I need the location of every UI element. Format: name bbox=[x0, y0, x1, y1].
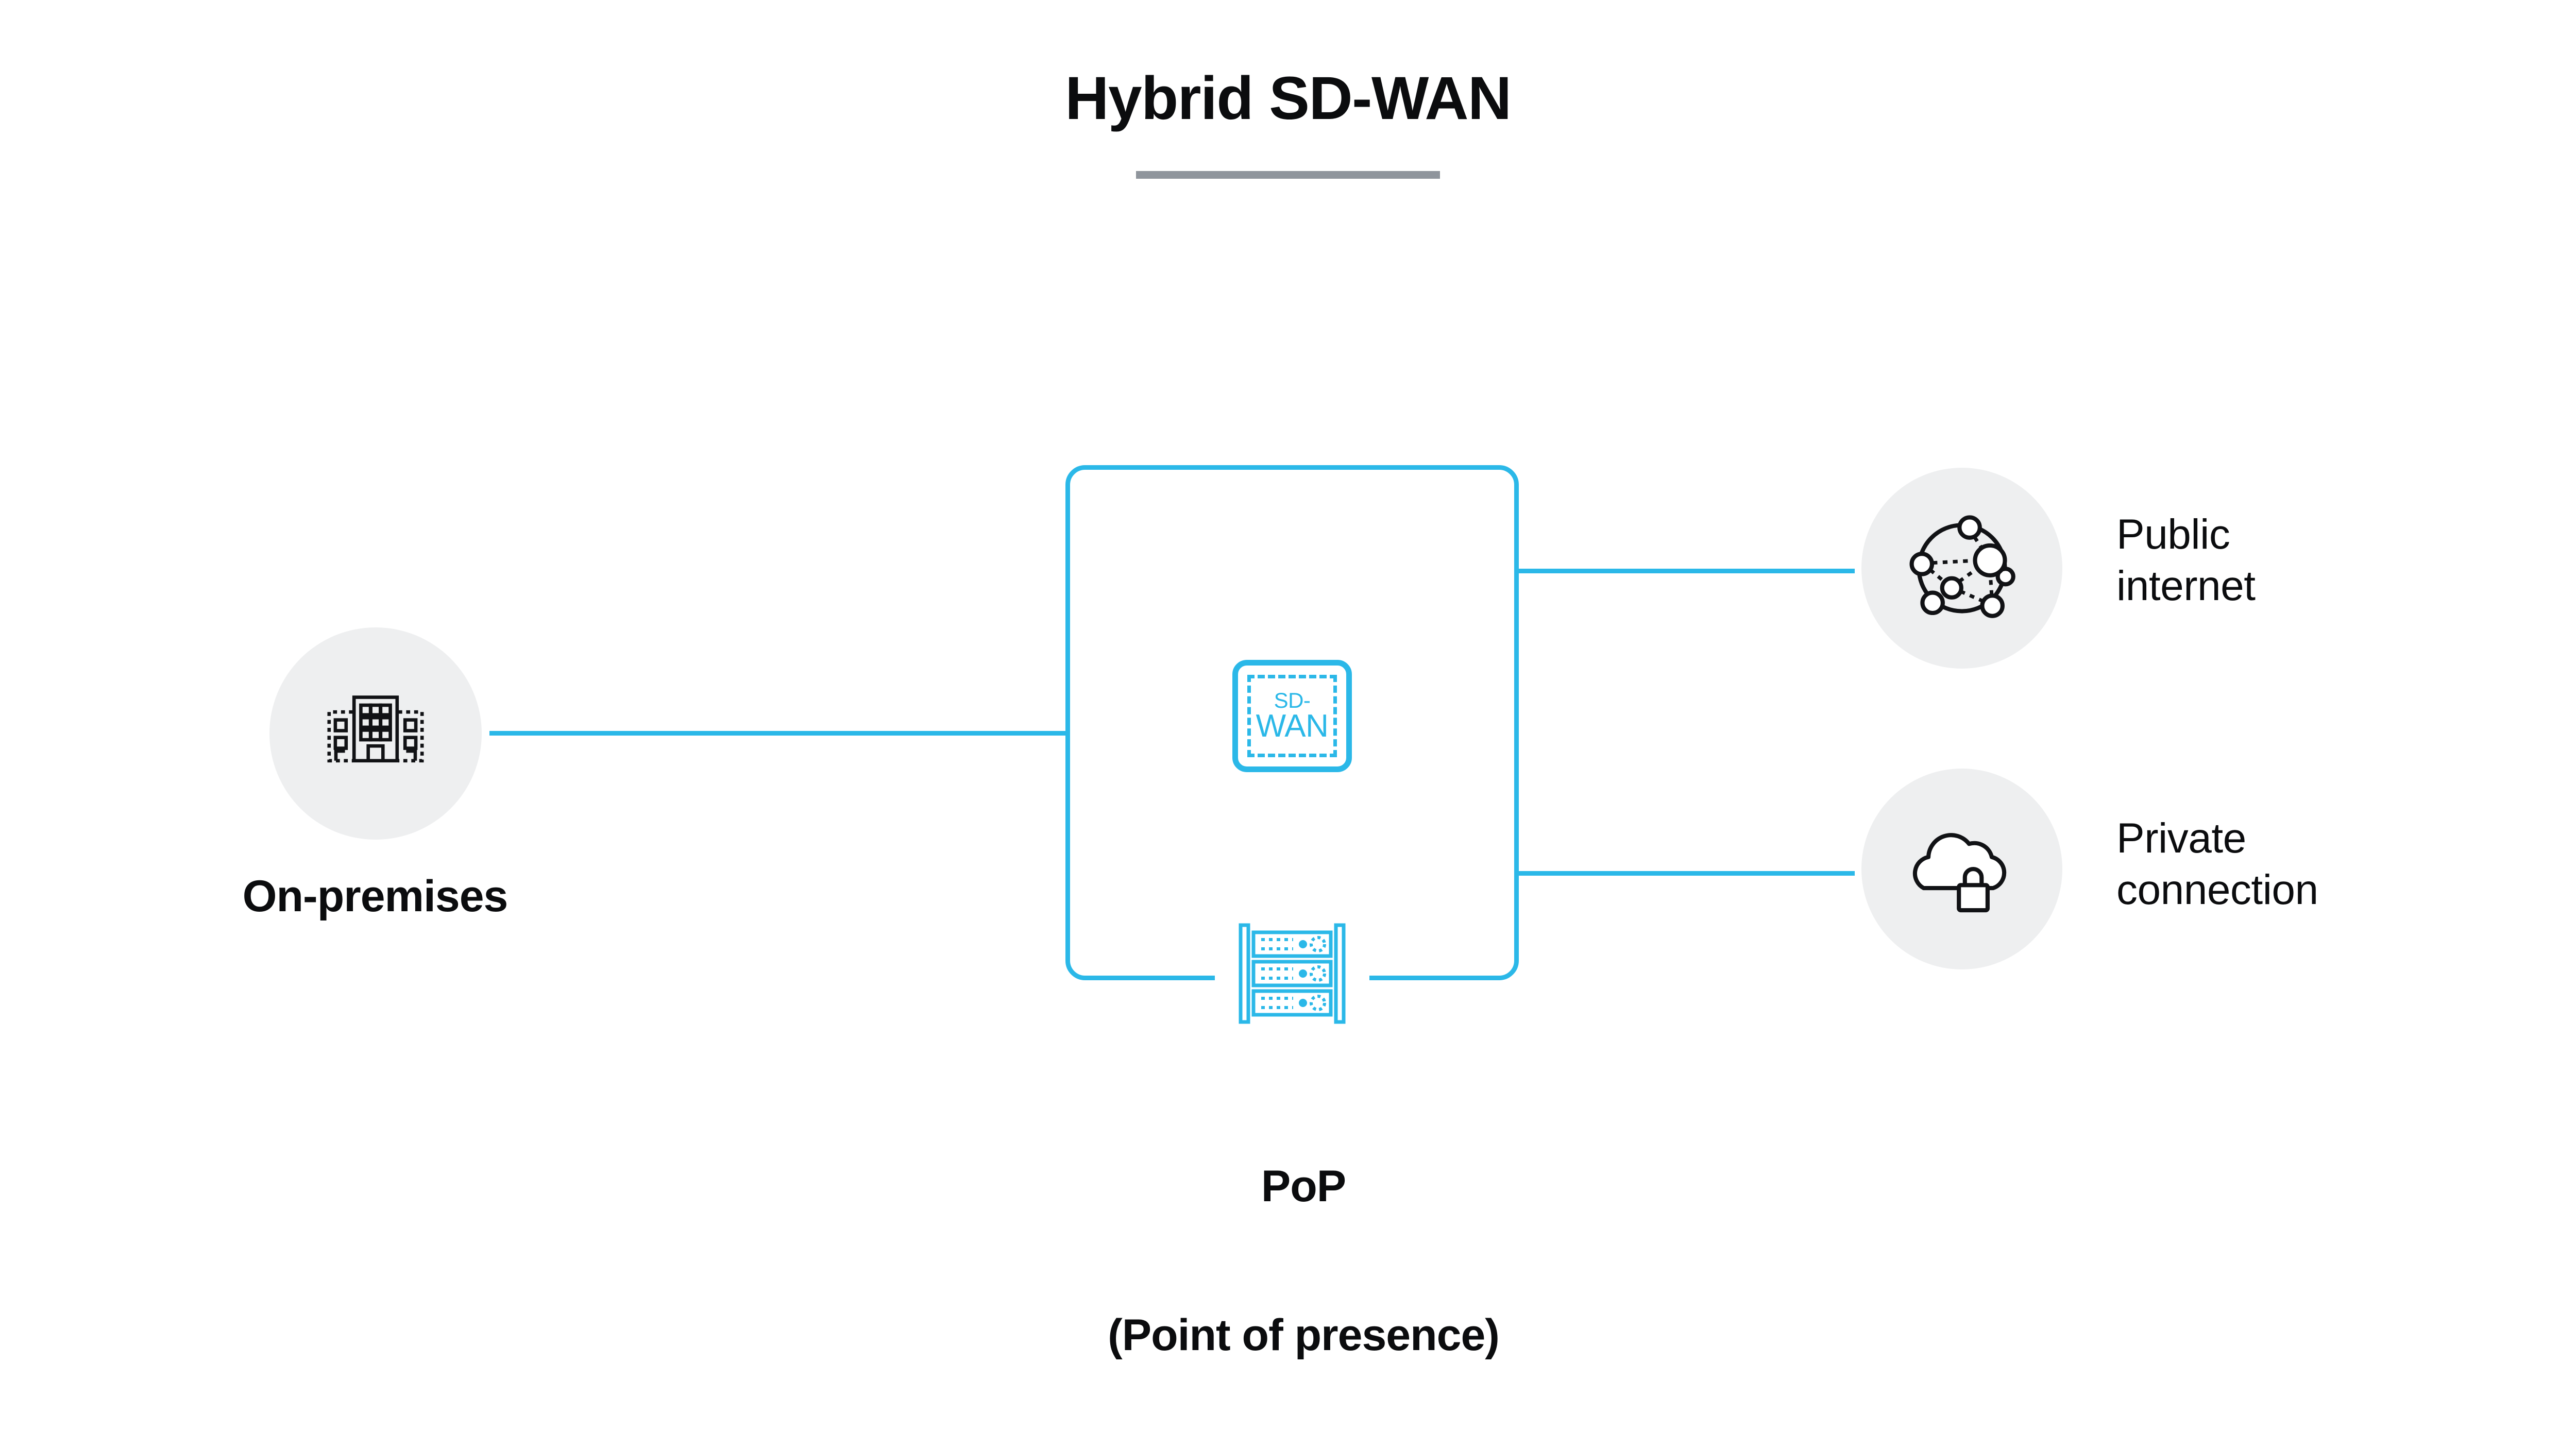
office-building-icon bbox=[319, 677, 432, 790]
sd-wan-chip-label: SD- WAN bbox=[1256, 690, 1329, 742]
title-underline-rule bbox=[1136, 171, 1440, 179]
private-connection-icon-badge[interactable] bbox=[1861, 769, 2062, 969]
public-internet-label-line2: internet bbox=[2116, 562, 2256, 610]
page-title: Hybrid SD-WAN bbox=[1065, 64, 1512, 132]
sd-wan-chip-label-line1: SD- bbox=[1274, 688, 1311, 712]
public-internet-label: Public internet bbox=[2116, 509, 2256, 612]
title-block: Hybrid SD-WAN bbox=[0, 64, 2576, 179]
connector-pop-to-private-connection bbox=[1515, 871, 1855, 876]
onpremises-icon-badge[interactable] bbox=[269, 627, 482, 840]
pop-label-line1: PoP bbox=[1261, 1161, 1346, 1211]
private-connection-label-line1: Private bbox=[2116, 815, 2246, 862]
pop-label-line2: (Point of presence) bbox=[1108, 1310, 1500, 1360]
sd-wan-chip-dashed-border bbox=[1247, 675, 1337, 757]
connector-pop-to-public-internet bbox=[1515, 569, 1855, 573]
public-internet-icon-badge[interactable] bbox=[1861, 468, 2062, 669]
private-connection-label: Private connection bbox=[2116, 813, 2318, 916]
sd-wan-chip[interactable]: SD- WAN bbox=[1232, 660, 1352, 772]
sd-wan-chip-label-line2: WAN bbox=[1256, 708, 1329, 744]
cloud-lock-icon bbox=[1902, 809, 2022, 929]
private-connection-label-line2: connection bbox=[2116, 866, 2318, 914]
public-internet-label-line1: Public bbox=[2116, 511, 2230, 558]
pop-label: PoP (Point of presence) bbox=[773, 1062, 1834, 1449]
network-globe-icon bbox=[1902, 508, 2022, 628]
server-rack-icon[interactable] bbox=[1238, 922, 1347, 1025]
onpremises-label: On-premises bbox=[242, 872, 509, 921]
connector-onpremises-to-pop bbox=[489, 731, 1069, 736]
